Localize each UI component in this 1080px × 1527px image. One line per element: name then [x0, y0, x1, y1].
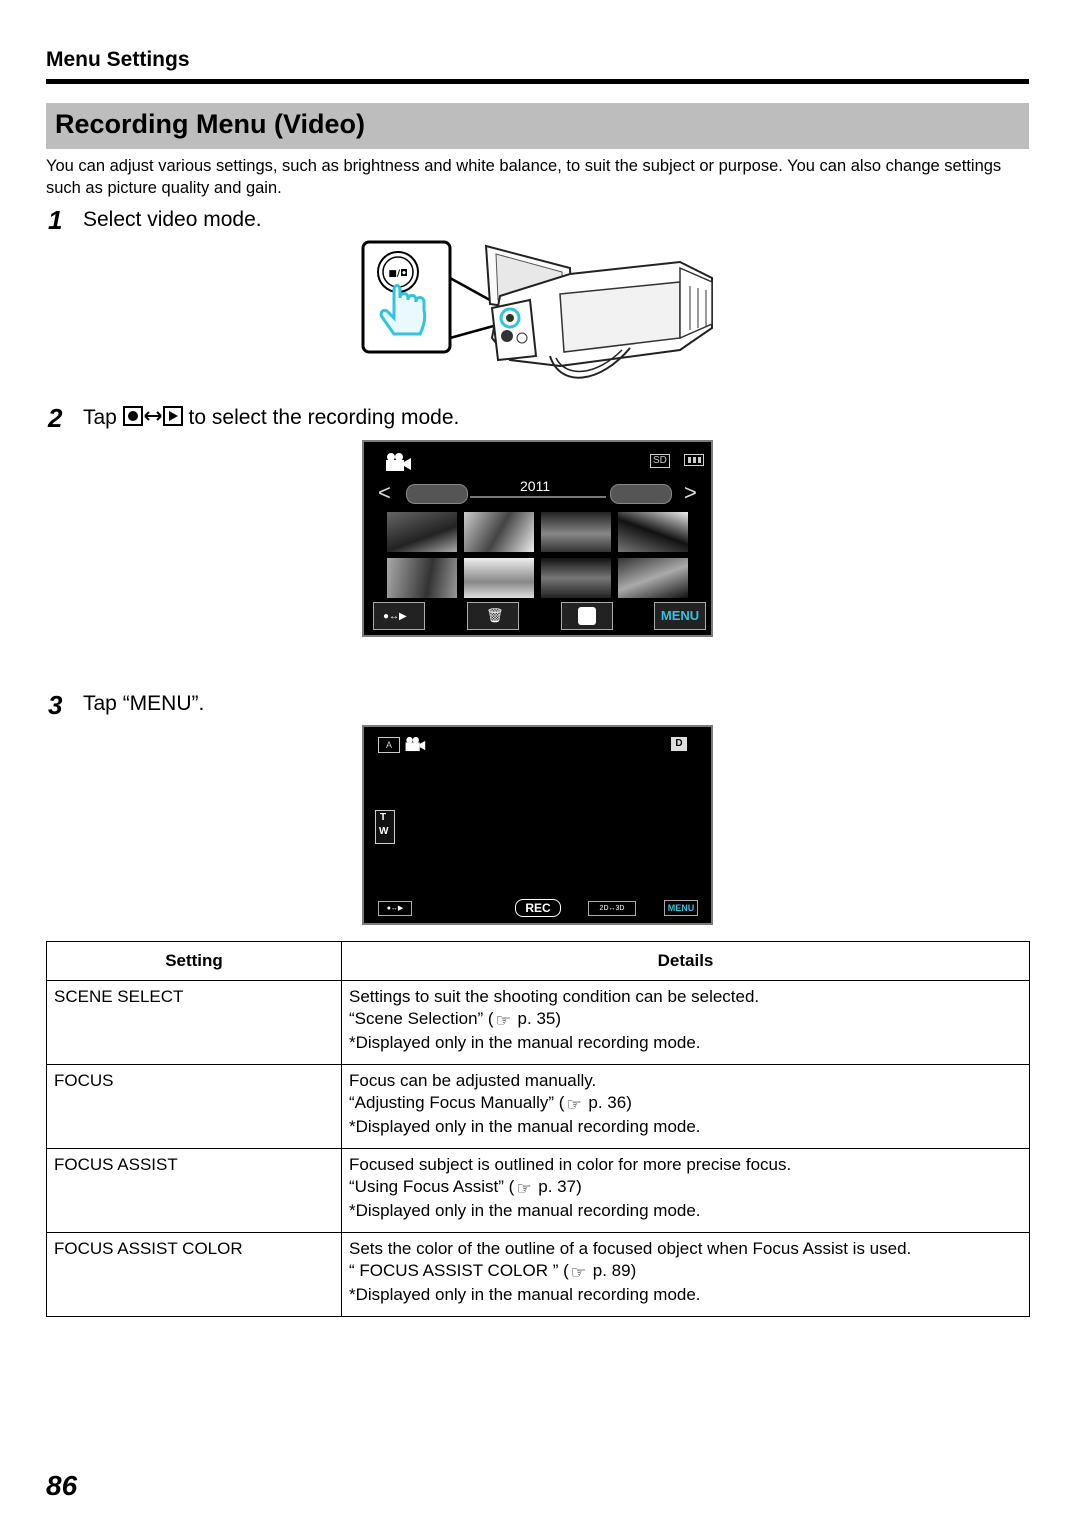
thumbnail[interactable]: [541, 512, 611, 552]
page-reference-icon: ☞: [516, 1179, 532, 1198]
thumbnail[interactable]: [541, 558, 611, 598]
2d-3d-toggle[interactable]: 2D↔3D: [588, 901, 636, 916]
details-note: *Displayed only in the manual recording …: [349, 1285, 701, 1304]
details-note: *Displayed only in the manual recording …: [349, 1117, 701, 1136]
table-row: SCENE SELECT Settings to suit the shooti…: [46, 980, 1030, 1065]
setting-name: FOCUS ASSIST: [46, 1148, 342, 1233]
sd-badge: SD: [650, 454, 670, 468]
table-row: FOCUS ASSIST Focused subject is outlined…: [46, 1148, 1030, 1233]
details-reference[interactable]: “Scene Selection” (☞ p. 35): [349, 1009, 562, 1030]
page-reference-icon: ☞: [566, 1095, 582, 1114]
settings-table: Setting Details SCENE SELECT Settings to…: [46, 941, 1030, 1317]
setting-name: FOCUS: [46, 1064, 342, 1149]
header-details: Details: [341, 941, 1030, 981]
details-line: Focus can be adjusted manually.: [349, 1071, 597, 1090]
details-note: *Displayed only in the manual recording …: [349, 1033, 701, 1052]
section-label: Menu Settings: [46, 48, 190, 71]
next-arrow-icon[interactable]: >: [684, 480, 697, 505]
step-2-text: Tap to select the recording mode.: [83, 406, 459, 430]
details-line: Focused subject is outlined in color for…: [349, 1155, 792, 1174]
step-1-number: 1: [48, 205, 63, 235]
setting-details: Sets the color of the outline of a focus…: [341, 1232, 1030, 1317]
page-reference-icon: ☞: [495, 1011, 511, 1030]
step-2-number: 2: [48, 403, 63, 433]
playback-screen: SD < > 2011 ●↔▶ 🗑 MENU: [362, 440, 713, 637]
setting-name: SCENE SELECT: [46, 980, 342, 1065]
table-row: FOCUS Focus can be adjusted manually. “A…: [46, 1064, 1030, 1149]
camcorder-illustration: ■/◘: [361, 240, 713, 379]
settings-button[interactable]: [561, 602, 613, 630]
setting-name: FOCUS ASSIST COLOR: [46, 1232, 342, 1317]
next-date-pill[interactable]: [610, 484, 672, 504]
table-row: FOCUS ASSIST COLOR Sets the color of the…: [46, 1232, 1030, 1317]
step-3-text: Tap “MENU”.: [83, 692, 205, 715]
mode-switch-button[interactable]: ●↔▶: [373, 602, 425, 630]
setting-details: Focused subject is outlined in color for…: [341, 1148, 1030, 1233]
header-rule: [46, 79, 1029, 84]
menu-button[interactable]: MENU: [664, 900, 698, 916]
zoom-control[interactable]: T W: [375, 810, 395, 844]
details-line: Settings to suit the shooting condition …: [349, 987, 760, 1006]
gear-icon: [578, 607, 596, 625]
header-setting: Setting: [46, 941, 342, 981]
timeline-bar: [470, 496, 606, 498]
thumbnail[interactable]: [464, 558, 534, 598]
mode-switch-icon: [122, 406, 183, 426]
d-badge: D: [671, 737, 687, 751]
table-header-row: Setting Details: [46, 941, 1030, 981]
zoom-wide-label: W: [379, 826, 389, 837]
setting-details: Settings to suit the shooting condition …: [341, 980, 1030, 1065]
mode-switch-button[interactable]: ●↔▶: [378, 901, 412, 916]
rec-button[interactable]: REC: [515, 899, 561, 917]
step-2-text-before: Tap: [83, 406, 117, 429]
zoom-tele-label: T: [380, 812, 387, 823]
movie-camera-icon: [405, 736, 426, 752]
step-3-number: 3: [48, 690, 63, 720]
thumbnail[interactable]: [464, 512, 534, 552]
prev-arrow-icon[interactable]: <: [378, 480, 391, 505]
details-reference[interactable]: “Adjusting Focus Manually” (☞ p. 36): [349, 1093, 632, 1114]
page-title: Recording Menu (Video): [55, 109, 366, 139]
menu-button[interactable]: MENU: [654, 602, 706, 630]
movie-camera-icon: [386, 453, 411, 471]
svg-text:■/◘: ■/◘: [388, 269, 407, 279]
page-reference-icon: ☞: [570, 1263, 587, 1282]
prev-date-pill[interactable]: [406, 484, 468, 504]
page-number: 86: [46, 1470, 78, 1501]
thumbnail[interactable]: [618, 558, 688, 598]
thumbnail[interactable]: [387, 512, 457, 552]
record-screen: A D T W ●↔▶ REC 2D↔3D MENU: [362, 725, 713, 925]
delete-button[interactable]: 🗑: [467, 602, 519, 630]
title-bar: Recording Menu (Video): [46, 103, 1029, 149]
thumbnail[interactable]: [387, 558, 457, 598]
details-line: Sets the color of the outline of a focus…: [349, 1239, 912, 1258]
setting-details: Focus can be adjusted manually. “Adjusti…: [341, 1064, 1030, 1149]
intro-text: You can adjust various settings, such as…: [46, 157, 1002, 197]
details-reference[interactable]: “Using Focus Assist” (☞ p. 37): [349, 1177, 582, 1198]
step-2-text-after: to select the recording mode.: [188, 406, 460, 429]
year-label: 2011: [520, 478, 551, 494]
auto-mode-icon: A: [378, 737, 400, 753]
details-reference[interactable]: “ FOCUS ASSIST COLOR ” (☞ p. 89): [349, 1261, 637, 1282]
trash-icon: 🗑: [486, 607, 504, 623]
battery-icon: [684, 454, 704, 466]
step-1-text: Select video mode.: [83, 208, 262, 231]
thumbnail[interactable]: [618, 512, 688, 552]
details-note: *Displayed only in the manual recording …: [349, 1201, 701, 1220]
